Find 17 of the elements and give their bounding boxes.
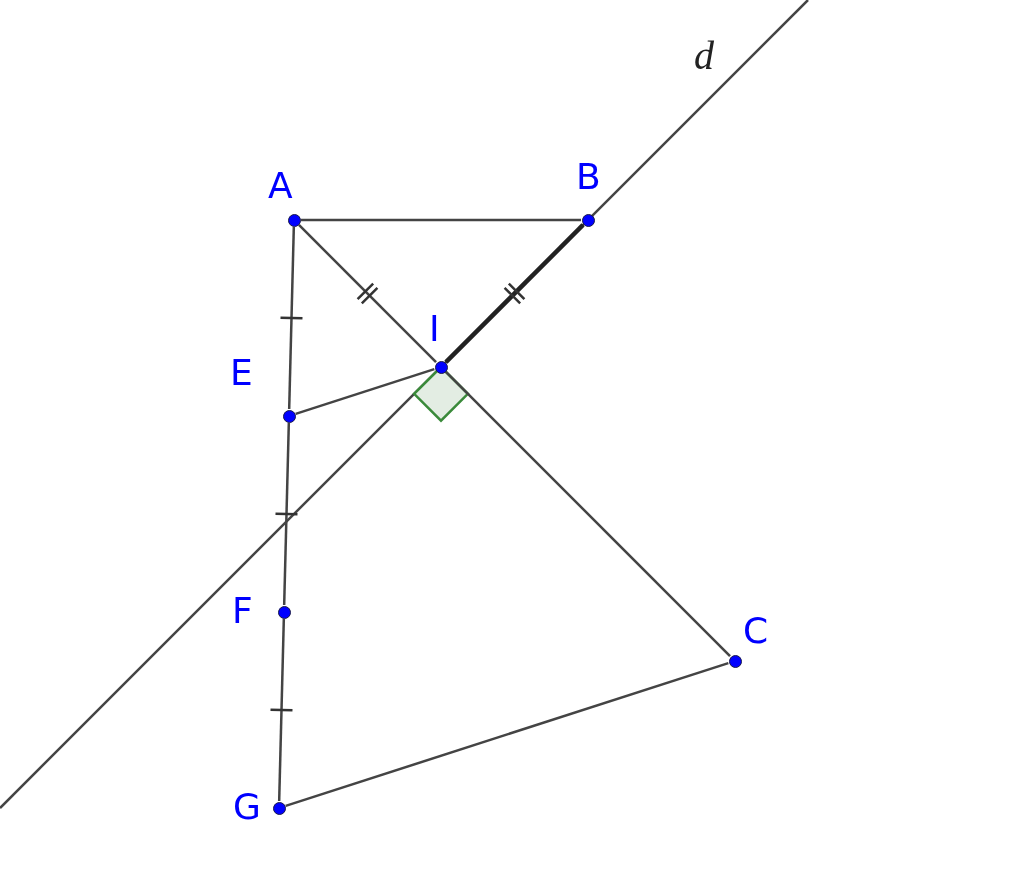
line-segment — [298, 224, 437, 363]
line-segment — [445, 371, 731, 657]
point-label: F — [232, 593, 253, 629]
point-label: I — [429, 311, 440, 347]
point-label: E — [230, 355, 253, 391]
line-segment — [295, 367, 435, 416]
line-label: d — [694, 36, 714, 76]
point-label: C — [743, 613, 769, 649]
point-label: B — [576, 159, 601, 195]
line-segment — [282, 422, 291, 606]
line-segment — [301, 218, 581, 222]
line-segment — [277, 618, 286, 802]
point-label: A — [268, 168, 293, 204]
point-label: G — [233, 789, 261, 825]
line-segment — [287, 226, 296, 410]
line-segment — [285, 661, 729, 808]
line-segment — [444, 223, 585, 364]
